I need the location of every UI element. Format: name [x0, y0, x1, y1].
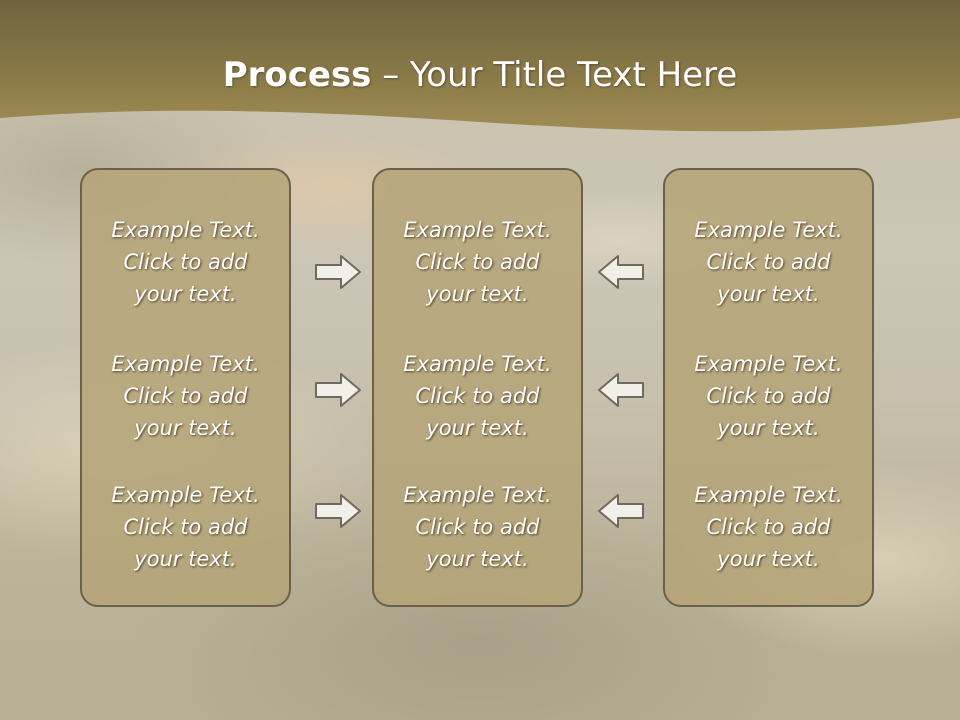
text-placeholder[interactable]: Example Text. Click to add your text. [665, 214, 872, 310]
text-line: your text. [134, 547, 237, 571]
text-line: Click to add [706, 515, 831, 539]
text-line: Click to add [415, 250, 540, 274]
text-placeholder[interactable]: Example Text. Click to add your text. [374, 479, 581, 575]
text-line: Click to add [706, 384, 831, 408]
title-banner: Process – Your Title Text Here [0, 0, 960, 140]
text-line: your text. [717, 547, 820, 571]
arrow-left-icon[interactable] [597, 370, 645, 410]
title-strong: Process [222, 55, 372, 95]
text-line: your text. [717, 282, 820, 306]
text-line: Click to add [123, 515, 248, 539]
text-line: your text. [426, 547, 529, 571]
text-placeholder[interactable]: Example Text. Click to add your text. [82, 348, 289, 444]
text-line: Example Text. [111, 352, 260, 376]
title-rest: – Your Title Text Here [371, 55, 738, 95]
slide-title[interactable]: Process – Your Title Text Here [0, 52, 960, 98]
text-line: Example Text. [403, 483, 552, 507]
text-placeholder[interactable]: Example Text. Click to add your text. [82, 214, 289, 310]
text-line: your text. [717, 416, 820, 440]
text-placeholder[interactable]: Example Text. Click to add your text. [665, 348, 872, 444]
text-line: Example Text. [694, 352, 843, 376]
process-panel-left[interactable]: Example Text. Click to add your text. Ex… [80, 168, 291, 607]
process-panel-right[interactable]: Example Text. Click to add your text. Ex… [663, 168, 874, 607]
arrow-right-icon[interactable] [314, 370, 362, 410]
text-placeholder[interactable]: Example Text. Click to add your text. [665, 479, 872, 575]
text-line: Example Text. [403, 218, 552, 242]
text-line: Click to add [415, 384, 540, 408]
text-line: Example Text. [403, 352, 552, 376]
arrow-left-icon[interactable] [597, 491, 645, 531]
text-line: your text. [134, 282, 237, 306]
text-placeholder[interactable]: Example Text. Click to add your text. [82, 479, 289, 575]
arrow-right-icon[interactable] [314, 491, 362, 531]
text-line: Example Text. [694, 483, 843, 507]
text-line: Example Text. [111, 218, 260, 242]
text-line: Example Text. [111, 483, 260, 507]
text-line: Click to add [415, 515, 540, 539]
text-line: your text. [426, 416, 529, 440]
text-placeholder[interactable]: Example Text. Click to add your text. [374, 348, 581, 444]
text-placeholder[interactable]: Example Text. Click to add your text. [374, 214, 581, 310]
text-line: your text. [426, 282, 529, 306]
arrow-right-icon[interactable] [314, 252, 362, 292]
text-line: Click to add [706, 250, 831, 274]
text-line: Click to add [123, 384, 248, 408]
text-line: your text. [134, 416, 237, 440]
text-line: Click to add [123, 250, 248, 274]
arrow-left-icon[interactable] [597, 252, 645, 292]
text-line: Example Text. [694, 218, 843, 242]
process-panel-center[interactable]: Example Text. Click to add your text. Ex… [372, 168, 583, 607]
